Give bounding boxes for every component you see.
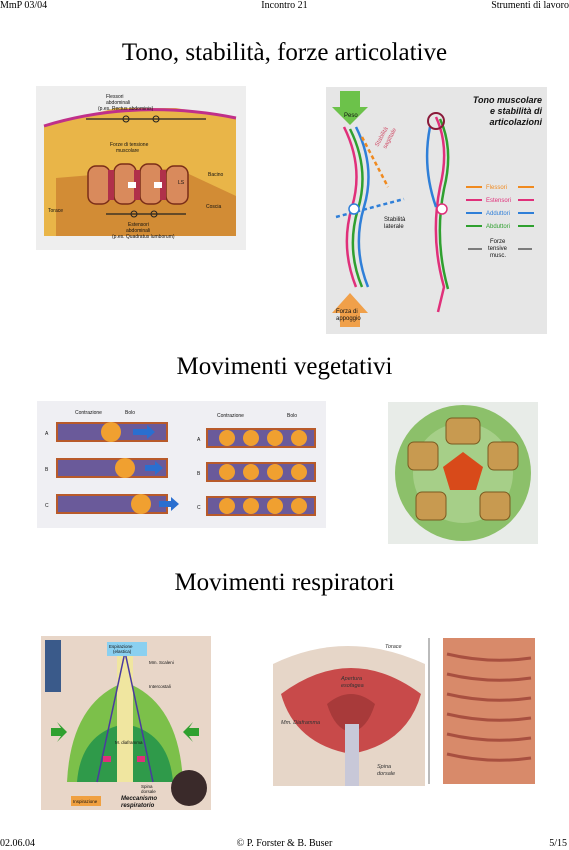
legend-forze-3: musc. bbox=[490, 253, 506, 259]
weight-arrow-icon bbox=[332, 91, 368, 125]
row-a-left: A bbox=[45, 431, 49, 437]
label-diaframma: M. diaframma bbox=[115, 740, 143, 745]
label-apertura: Apertura bbox=[340, 676, 362, 682]
label-heading-1: Tono muscolare bbox=[473, 95, 542, 105]
label-torace-anatomy: Torace bbox=[385, 644, 402, 650]
label-stab-lat: Stabilità bbox=[384, 217, 406, 223]
label-meccanismo: Meccanismo bbox=[121, 796, 157, 802]
section-title-vegetative: Movimenti vegetativi bbox=[176, 353, 393, 380]
diaphragm-anatomy-figure: Torace Apertura esofagea Mm. Diaframma S… bbox=[267, 634, 537, 786]
label-intercostali: Intercostali bbox=[149, 684, 171, 689]
label-heading-3: articolazioni bbox=[489, 117, 542, 127]
label-contrazione-right: Contrazione bbox=[217, 413, 244, 419]
row-b-right: B bbox=[197, 471, 201, 477]
label-spina-2: dorsale bbox=[141, 789, 156, 794]
label-forze-2: muscolare bbox=[116, 148, 139, 154]
label-coscia: Coscia bbox=[206, 204, 222, 210]
label-espirazione-2: (elastica) bbox=[113, 649, 132, 654]
label-forze: Forze di tensione bbox=[110, 142, 149, 148]
header-session: Incontro 21 bbox=[261, 0, 308, 11]
section-title-tone: Tono, stabilità, forze articolative bbox=[121, 39, 448, 66]
label-estensori: Estensori bbox=[128, 222, 149, 228]
page-header: MmP 03/04 Incontro 21 Strumenti di lavor… bbox=[0, 0, 569, 12]
label-bolo-right: Bolo bbox=[287, 413, 297, 419]
label-estensori-3: (p.es. Quadratus lumborum) bbox=[112, 234, 175, 240]
label-spina: Spina bbox=[141, 784, 153, 789]
page-footer: 02.06.04 © P. Forster & B. Buser 5/15 bbox=[0, 837, 569, 850]
legend-estensori: Estensori bbox=[486, 198, 511, 204]
label-ls: LS bbox=[178, 180, 185, 186]
label-forza-2: appoggio bbox=[336, 316, 361, 322]
peristalsis-figure: Contrazione Bolo Contrazione Bolo A B C … bbox=[37, 401, 326, 528]
label-mm-diaframma: Mm. Diaframma bbox=[281, 720, 320, 726]
label-spina-anatomy-2: dorsale bbox=[377, 771, 395, 777]
label-scaleni: Mm. Scaleni bbox=[149, 660, 174, 665]
label-flessori-2: abdominali bbox=[106, 100, 130, 106]
footer-date: 02.06.04 bbox=[0, 838, 35, 849]
label-peso: Peso bbox=[344, 113, 358, 119]
label-spina-anatomy: Spina bbox=[377, 764, 391, 770]
footer-page-number: 5/15 bbox=[549, 838, 567, 849]
label-torace: Torace bbox=[48, 208, 63, 214]
legend-flessori: Flessori bbox=[486, 185, 507, 191]
section-title-respiratory: Movimenti respiratori bbox=[174, 569, 395, 596]
row-c-left: C bbox=[45, 503, 49, 509]
header-course: MmP 03/04 bbox=[0, 0, 48, 11]
header-topic: Strumenti di lavoro bbox=[491, 0, 569, 11]
label-forza: Forza di bbox=[336, 309, 358, 315]
footer-copyright: © P. Forster & B. Buser bbox=[236, 838, 333, 849]
radial-cells-figure bbox=[388, 402, 538, 544]
label-espirazione: Espirazione bbox=[109, 644, 133, 649]
legend-forze: Forze bbox=[490, 239, 506, 245]
label-bolo-left: Bolo bbox=[125, 410, 135, 416]
label-inspirazione: Inspirazione bbox=[73, 799, 98, 804]
label-contrazione-left: Contrazione bbox=[75, 410, 102, 416]
legend-forze-2: tensive bbox=[488, 246, 508, 252]
row-b-left: B bbox=[45, 467, 49, 473]
label-meccanismo-2: respiratorio bbox=[121, 803, 155, 809]
trunk-stability-figure: Flessori abdominali (p.es. Rectus abdomi… bbox=[36, 86, 246, 250]
respiratory-mechanism-figure: Espirazione (elastica) Mm. Scaleni Inter… bbox=[37, 632, 215, 814]
label-flessori: Flessori bbox=[106, 94, 124, 100]
row-c-right: C bbox=[197, 505, 201, 511]
row-a-right: A bbox=[197, 437, 201, 443]
support-arrow-icon bbox=[332, 293, 368, 327]
legend-adduttori: Adduttori bbox=[486, 211, 510, 217]
legend-abduttori: Abduttori bbox=[486, 224, 510, 230]
label-heading-2: e stabilità di bbox=[490, 106, 543, 116]
label-apertura-2: esofagea bbox=[341, 683, 364, 689]
label-stab-lat-2: laterale bbox=[384, 224, 404, 230]
label-bacino: Bacino bbox=[208, 172, 224, 178]
label-estensori-2: abdominali bbox=[126, 228, 150, 234]
leg-stability-figure: Peso Stabilità sagittale Stabilità later… bbox=[326, 87, 547, 334]
label-flessori-3: (p.es. Rectus abdominis) bbox=[98, 106, 154, 112]
